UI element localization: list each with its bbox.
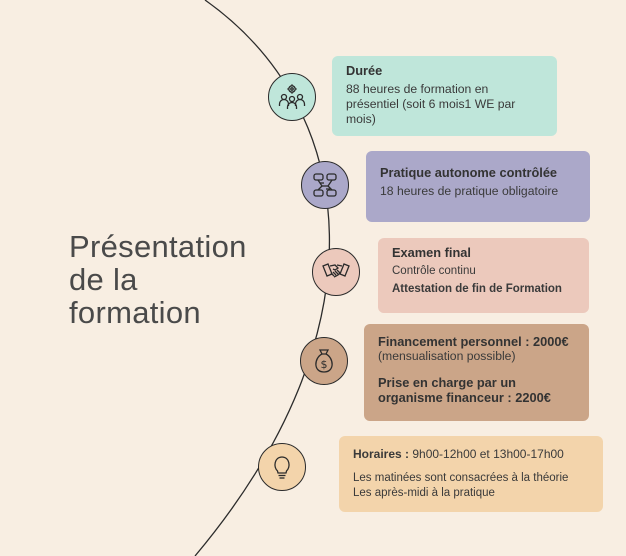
svg-text:$: $ — [321, 358, 328, 371]
card-horaires: Horaires : 9h00-12h00 et 13h00-17h00 Les… — [339, 436, 603, 512]
financement-heading-2: Prise en charge par un organisme finance… — [378, 375, 551, 405]
title-line-1: Présentation — [69, 229, 247, 264]
horaires-value: 9h00-12h00 et 13h00-17h00 — [409, 447, 564, 461]
card-pratique: Pratique autonome contrôlée 18 heures de… — [366, 151, 590, 222]
joined-hands-icon — [313, 173, 337, 197]
examen-text: Contrôle continu — [392, 265, 476, 277]
horaires-header: Horaires : 9h00-12h00 et 13h00-17h00 — [353, 447, 589, 462]
handshake-icon — [322, 263, 350, 278]
horaires-line-1: Les matinées sont consacrées à la théori… — [353, 472, 569, 484]
node-financement: $ — [300, 337, 348, 385]
pratique-heading: Pratique autonome contrôlée — [380, 165, 558, 180]
card-examen: Examen final Contrôle continu Attestatio… — [378, 238, 589, 313]
node-duree — [268, 73, 316, 121]
horaires-line-2: Les après-midi à la pratique — [353, 487, 495, 499]
financement-text: (mensualisation possible) — [378, 349, 516, 363]
node-pratique — [301, 161, 349, 209]
page-title: Présentation de la formation — [69, 230, 247, 329]
card-financement: Financement personnel : 2000€ (mensualis… — [364, 324, 589, 421]
node-examen — [312, 248, 360, 296]
title-line-3: formation — [69, 295, 201, 330]
card-duree: Durée 88 heures de formation en présenti… — [332, 56, 557, 136]
lightbulb-icon — [274, 456, 290, 479]
duree-heading: Durée — [346, 63, 383, 78]
money-bag-icon: $ — [315, 349, 333, 373]
duree-text: 88 heures de formation en présentiel (so… — [346, 82, 516, 126]
title-line-2: de la — [69, 262, 138, 297]
pratique-text: 18 heures de pratique obligatoire — [380, 184, 559, 198]
financement-heading: Financement personnel : 2000€ — [378, 334, 569, 349]
examen-heading: Examen final — [392, 245, 471, 260]
examen-text-bold: Attestation de fin de Formation — [392, 283, 562, 295]
node-horaires — [258, 443, 306, 491]
team-settings-icon — [278, 84, 306, 109]
horaires-label: Horaires : — [353, 447, 410, 461]
